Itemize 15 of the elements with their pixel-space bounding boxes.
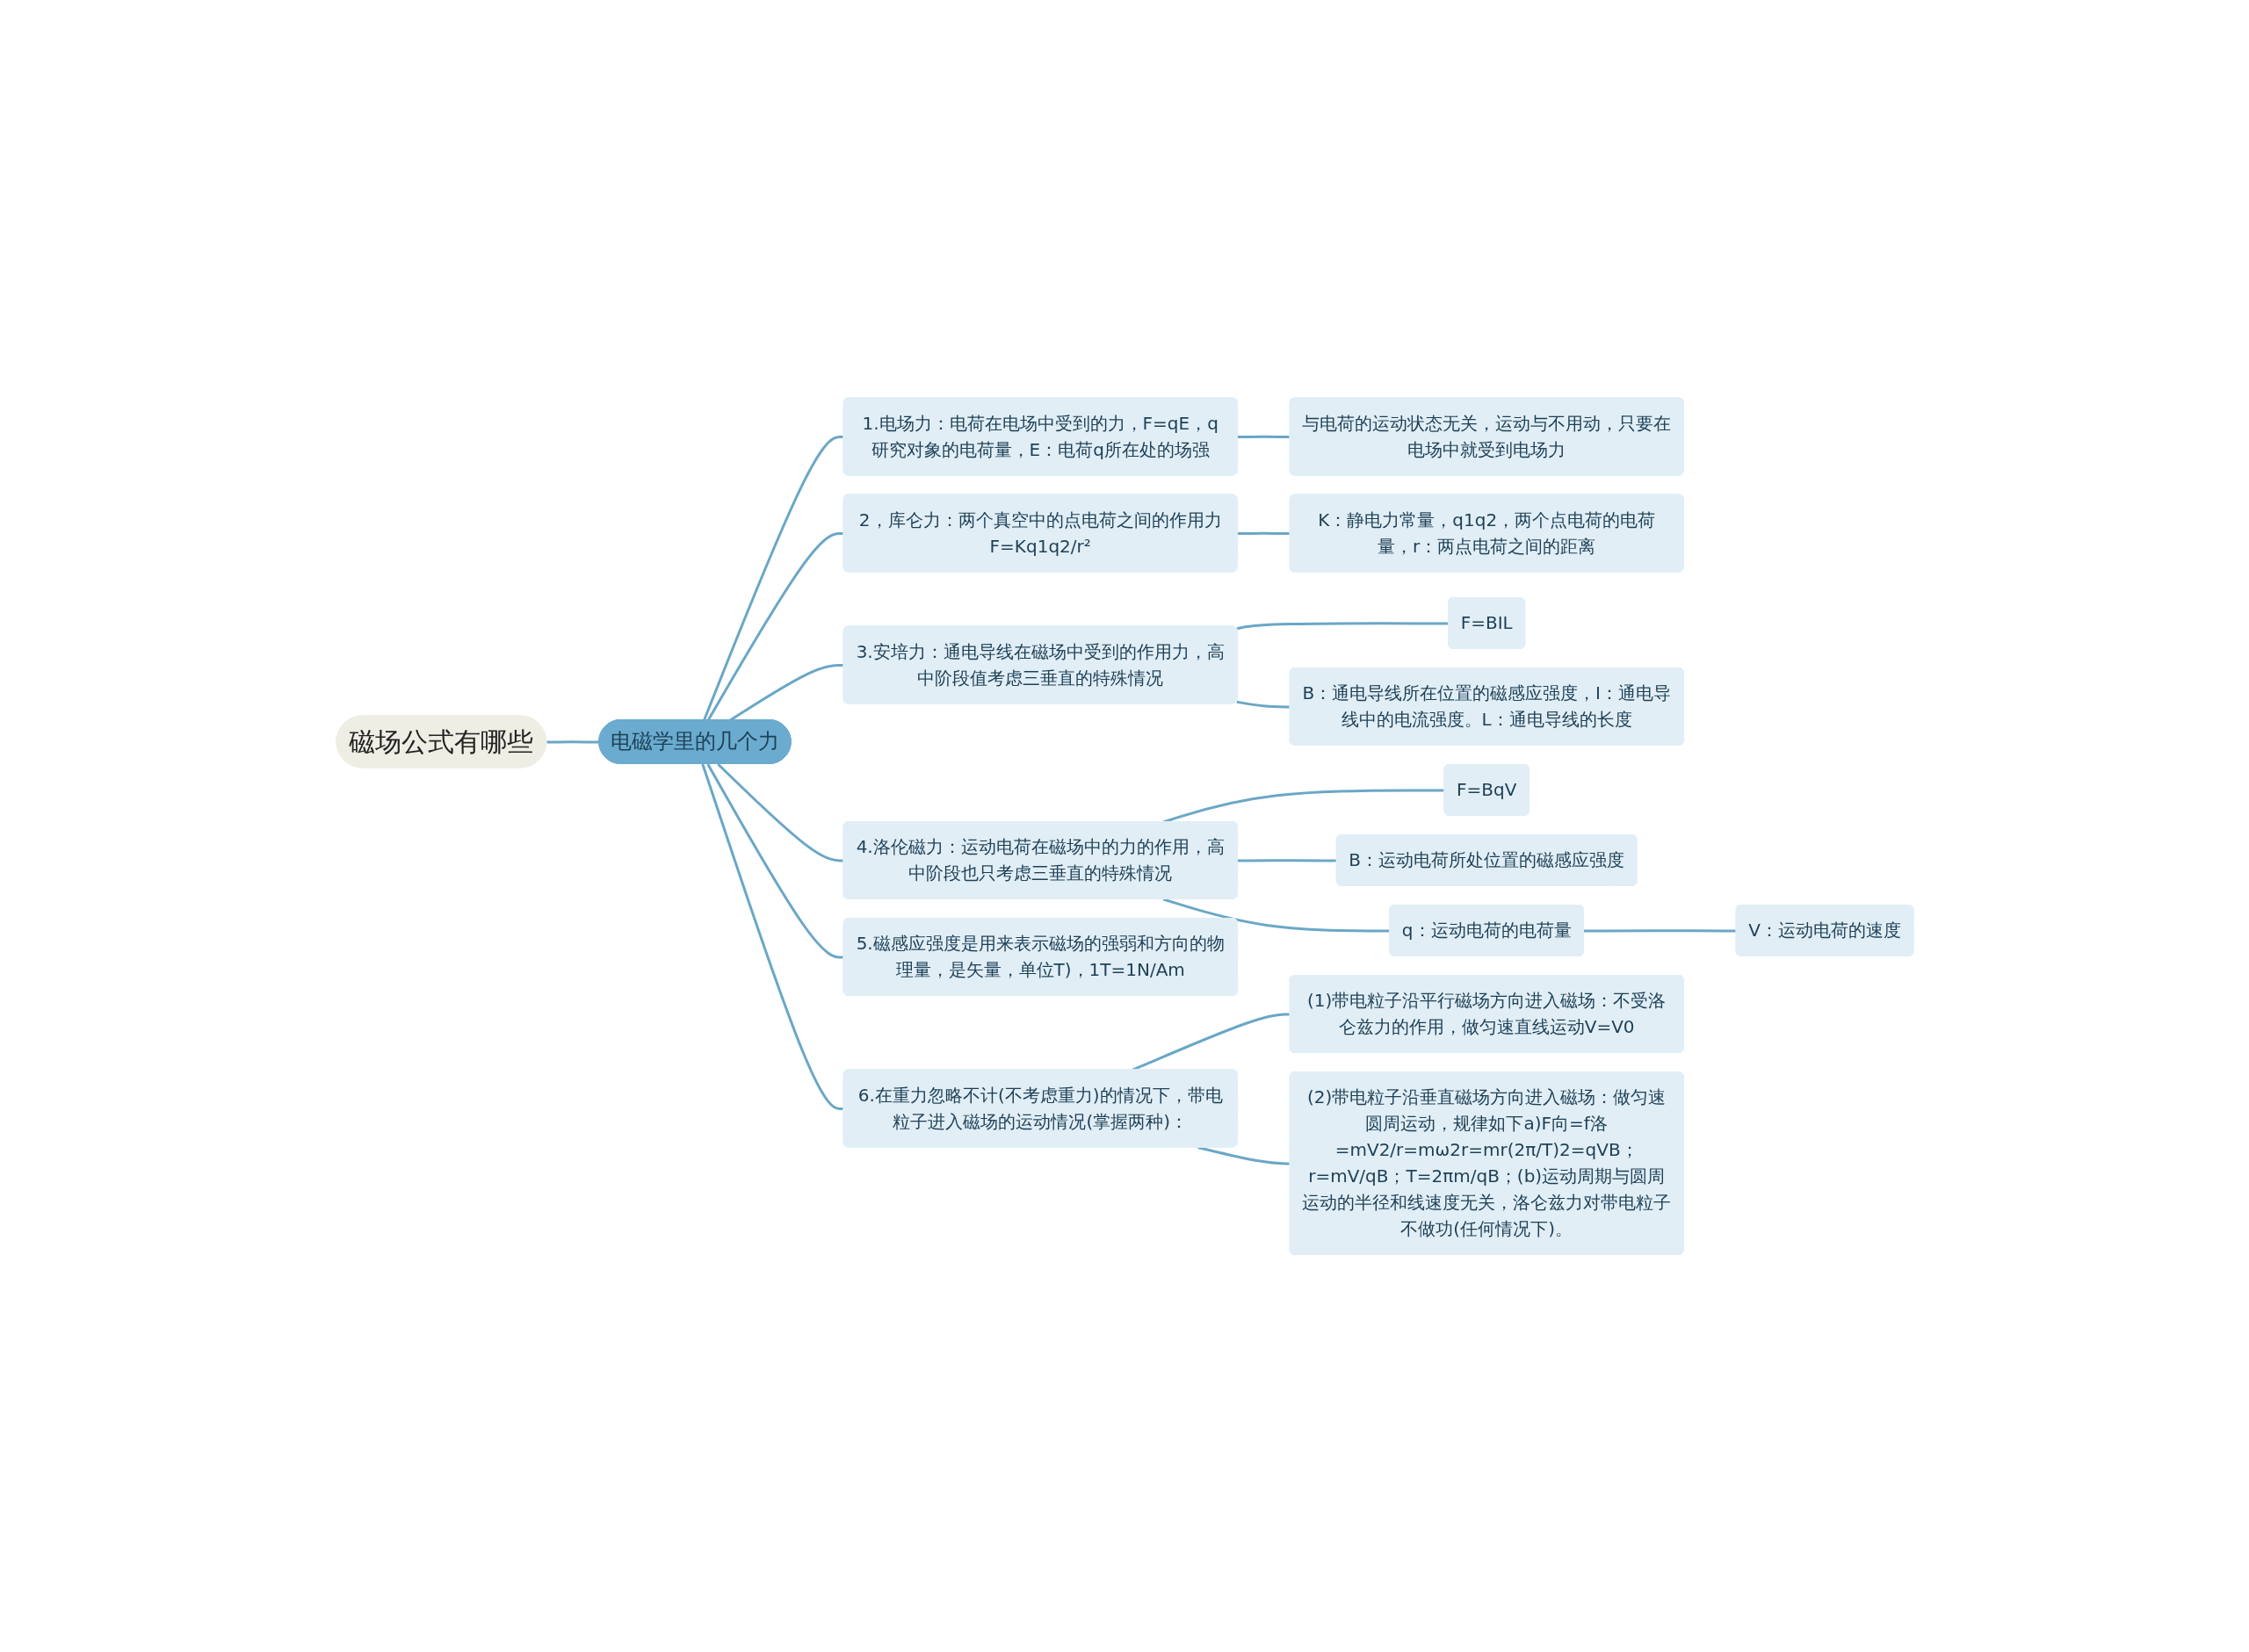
- connector: [716, 762, 844, 862]
- connector: [705, 763, 844, 959]
- connector: [1237, 435, 1291, 438]
- connector: [706, 531, 844, 721]
- connector: [1237, 531, 1291, 535]
- connector: [729, 663, 844, 721]
- connector: [1236, 700, 1291, 709]
- connector: [1162, 898, 1390, 933]
- connector: [1236, 622, 1449, 630]
- connector: [702, 435, 844, 721]
- connector: [546, 739, 599, 744]
- connector: [1583, 928, 1737, 933]
- connector: [1197, 1145, 1291, 1165]
- connector: [700, 763, 844, 1110]
- connector: [1237, 858, 1337, 862]
